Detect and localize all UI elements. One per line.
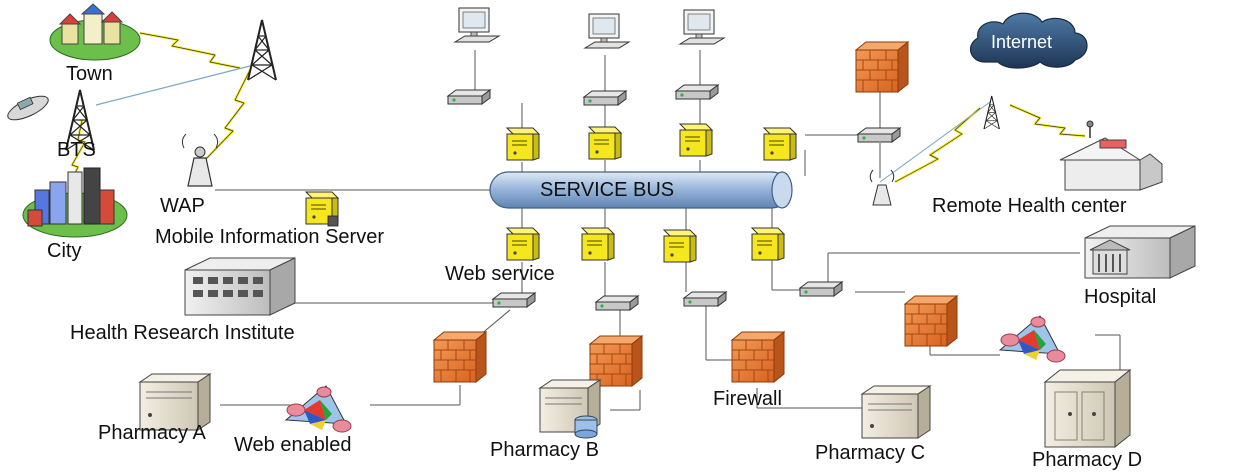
town-icon [49, 3, 141, 61]
pharmacy-a-server-icon [138, 373, 212, 431]
bts-label: BTS [57, 139, 96, 161]
web-enabled-icon [999, 315, 1066, 363]
workstation-icon [584, 13, 630, 49]
health-research-label: Health Research Institute [70, 322, 295, 344]
router-icon [683, 291, 727, 307]
firewall-icon [855, 41, 909, 93]
mobile-phone-icon [7, 95, 49, 121]
workstation-icon [454, 7, 500, 43]
remote-tower-icon [983, 95, 1000, 130]
service-bus-label: SERVICE BUS [540, 179, 675, 201]
remote-ap-icon [869, 169, 895, 206]
connection-lines [215, 50, 1121, 411]
pharmacy-a-label: Pharmacy A [98, 422, 206, 444]
pharmacy-c-label: Pharmacy C [815, 442, 926, 464]
wireless-links [66, 31, 1086, 189]
firewall-icon [589, 335, 643, 387]
antenna-tower-icon [247, 19, 277, 81]
remote-house-icon [1059, 120, 1163, 191]
firewall-icon [433, 331, 487, 383]
city-icon [22, 167, 128, 238]
router-icon [675, 84, 719, 100]
server-icon [751, 227, 785, 261]
town-label: Town [66, 63, 113, 85]
web-enabled-label: Web enabled [234, 434, 352, 456]
mobile-server-icon [305, 191, 339, 227]
server-icon [581, 227, 615, 261]
wap-icon [181, 133, 219, 187]
router-icon [595, 295, 639, 311]
internet-label: Internet [991, 32, 1053, 52]
router-icon [492, 292, 536, 308]
hospital-building-icon [1084, 225, 1196, 279]
web-enabled-icon [285, 385, 352, 433]
server-icon [663, 229, 697, 263]
pharmacy-d-server-icon [1043, 368, 1132, 449]
pharmacy-b-label: Pharmacy B [490, 439, 599, 461]
router-icon [799, 281, 843, 297]
internet-cloud-icon [969, 12, 1088, 69]
service-bus [489, 171, 793, 209]
research-building-icon [184, 257, 296, 316]
pharmacy-d-label: Pharmacy D [1032, 449, 1143, 471]
firewall-icon [731, 331, 785, 383]
router-icon [857, 127, 901, 143]
pharmacy-b-server-icon [538, 379, 602, 439]
web-service-label: Web service [445, 263, 555, 285]
server-icon [588, 126, 622, 160]
firewall-label: Firewall [713, 388, 782, 410]
pharmacy-c-server-icon [860, 385, 932, 439]
mobile-info-server-label: Mobile Information Server [155, 226, 384, 248]
hospital-label: Hospital [1084, 286, 1157, 308]
router-icon [447, 89, 491, 105]
server-icon [506, 227, 540, 261]
server-icon [506, 127, 540, 161]
router-icon [583, 90, 627, 106]
server-icon [763, 127, 797, 161]
workstation-icon [679, 9, 725, 45]
city-label: City [47, 240, 82, 262]
firewall-icon [904, 295, 958, 347]
server-icon [679, 123, 713, 157]
wap-label: WAP [160, 195, 205, 217]
remote-health-label: Remote Health center [932, 195, 1127, 217]
